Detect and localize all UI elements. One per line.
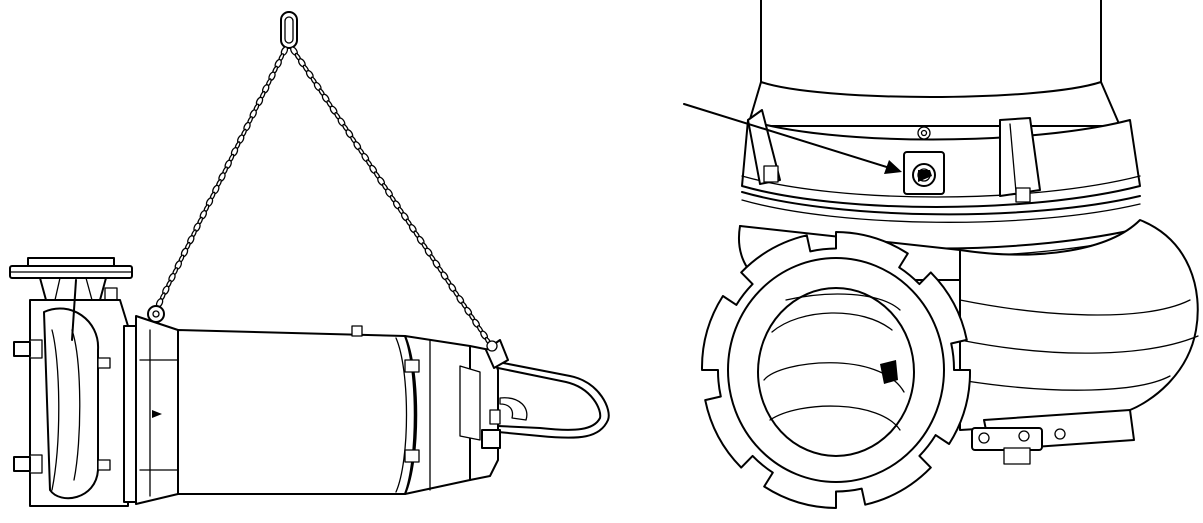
chain-hook-left — [147, 305, 165, 323]
inspection-plug — [903, 126, 945, 195]
motor-column — [747, 0, 1121, 127]
lifting-handle — [481, 339, 610, 449]
suction-flange — [700, 231, 972, 509]
base-feet — [971, 409, 1135, 465]
motor-end-cap — [404, 335, 499, 495]
lifting-shackle — [280, 11, 298, 49]
motor-body — [177, 325, 428, 495]
left-panel-lifted-pump — [9, 11, 610, 507]
bearing-frame-flange — [123, 315, 179, 505]
right-panel-volute-detail — [683, 0, 1199, 509]
pump-casing — [13, 279, 129, 507]
callout-arrow — [683, 103, 902, 174]
discharge-flange — [9, 257, 133, 303]
lifting-chain-right — [290, 46, 492, 346]
lifting-chain-left — [155, 46, 289, 308]
